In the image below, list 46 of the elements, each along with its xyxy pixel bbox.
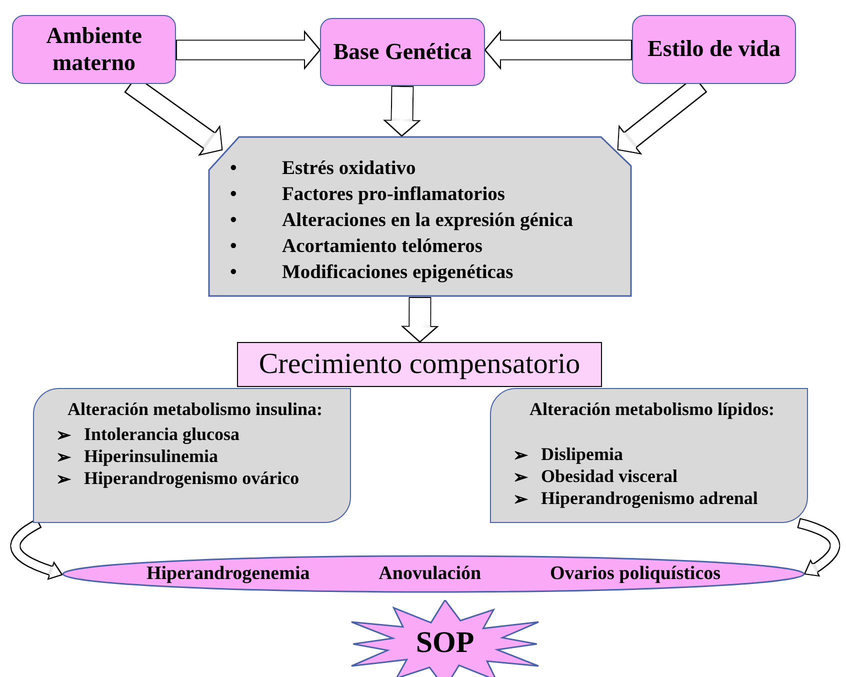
bullet-marker: ➢ xyxy=(513,466,529,488)
bullet-marker: • xyxy=(230,234,238,259)
snipped-corner-box xyxy=(208,136,632,297)
list-item-text: Alteraciones en la expresión génica xyxy=(282,208,574,233)
list-item-text: Modificaciones epigenéticas xyxy=(282,260,514,285)
rounded-box xyxy=(33,388,351,523)
list-item-text: Intolerancia glucosa xyxy=(84,424,240,446)
bullet-marker: ➢ xyxy=(56,468,72,490)
box-label: Ambiente materno xyxy=(45,23,143,76)
bullet-marker: • xyxy=(230,157,238,181)
list-item-text: Hiperinsulinemia xyxy=(84,446,218,468)
block-arrow xyxy=(400,296,439,343)
ellipse xyxy=(62,555,805,593)
block-arrow xyxy=(796,518,840,577)
list-item-text: Dislipemia xyxy=(541,444,624,466)
list-item-text: Hiperandrogenismo ovárico xyxy=(84,468,300,490)
block-arrow xyxy=(484,30,632,70)
rounded-box xyxy=(490,388,808,523)
bullet-marker: ➢ xyxy=(56,424,72,446)
block-arrow xyxy=(176,30,321,70)
shape-label: SOP xyxy=(416,626,474,660)
list-item-text: Obesidad visceral xyxy=(541,466,678,488)
list-item-text: Factores pro-inflamatorios xyxy=(282,182,505,207)
bullet-marker: ➢ xyxy=(513,488,529,510)
block-arrow xyxy=(383,86,421,137)
box-label: Crecimiento compensatorio xyxy=(258,348,580,381)
box-heading: Alteración metabolismo insulina: xyxy=(66,399,324,420)
list-item-text: Acortamiento telómeros xyxy=(282,234,483,259)
rounded-box xyxy=(632,15,796,84)
bullet-marker: • xyxy=(230,260,238,285)
box-label: Estilo de vida xyxy=(648,36,780,63)
list-item-text: Estrés oxidativo xyxy=(282,157,416,181)
bullet-marker: ➢ xyxy=(513,444,529,466)
list-item-text: Hiperandrogenismo adrenal xyxy=(541,488,758,510)
bullet-marker: • xyxy=(230,182,238,207)
block-arrow xyxy=(10,518,64,580)
bullet-marker: • xyxy=(230,208,238,233)
shape-label: Anovulación xyxy=(378,563,482,585)
rounded-box xyxy=(12,15,176,84)
box-label: Base Genética xyxy=(333,38,472,66)
rounded-box xyxy=(320,18,485,86)
box xyxy=(237,342,602,387)
box-heading: Alteración metabolismo lípidos: xyxy=(528,399,776,420)
shape-label: Hiperandrogenemia xyxy=(146,563,310,585)
shape-label: Ovarios poliquísticos xyxy=(550,563,721,585)
bullet-marker: ➢ xyxy=(56,446,72,468)
